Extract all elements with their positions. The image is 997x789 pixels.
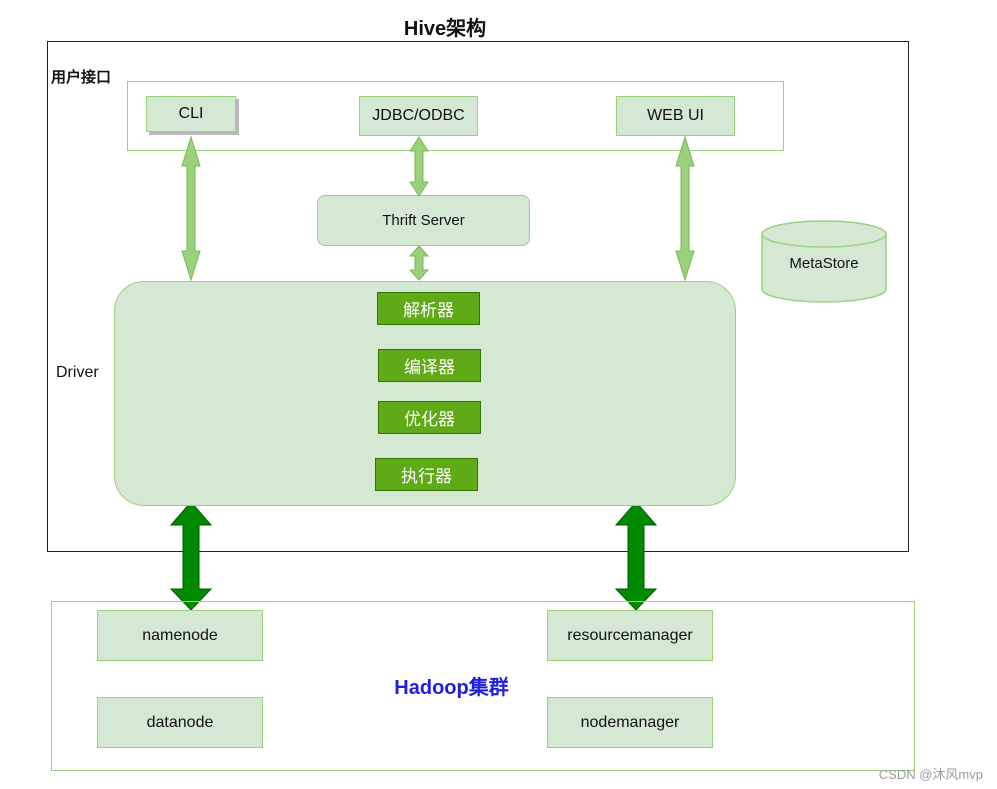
metastore-cylinder	[761, 220, 887, 303]
driver-label: Driver	[56, 364, 99, 381]
namenode-node: namenode	[97, 610, 263, 661]
metastore-label: MetaStore	[789, 254, 859, 272]
jdbc-thrift-arrow	[409, 136, 429, 197]
datanode-node: datanode	[97, 697, 263, 748]
thrift-driver-arrow	[408, 245, 430, 281]
nodemanager-node: nodemanager	[547, 697, 713, 748]
executor-component: 执行器	[375, 458, 478, 491]
driver-resourcemanager-arrow	[614, 501, 658, 611]
thrift-server-node: Thrift Server	[317, 195, 530, 246]
resourcemanager-node: resourcemanager	[547, 610, 713, 661]
jdbc-odbc-node: JDBC/ODBC	[359, 96, 478, 136]
hadoop-cluster-label: Hadoop集群	[394, 677, 509, 699]
hadoop-cluster-box	[51, 601, 915, 771]
driver-namenode-arrow	[169, 501, 213, 611]
user-interface-label: 用户接口	[51, 69, 112, 86]
diagram-title: Hive架构	[403, 18, 487, 40]
webui-driver-arrow	[675, 135, 695, 282]
parser-component: 解析器	[377, 292, 480, 325]
cli-driver-arrow	[181, 135, 201, 282]
watermark: CSDN @沐风mvp	[878, 767, 983, 782]
compiler-component: 编译器	[378, 349, 481, 382]
hive-architecture-box	[47, 41, 909, 552]
cli-node: CLI	[146, 96, 236, 132]
web-ui-node: WEB UI	[616, 96, 735, 136]
optimizer-component: 优化器	[378, 401, 481, 434]
